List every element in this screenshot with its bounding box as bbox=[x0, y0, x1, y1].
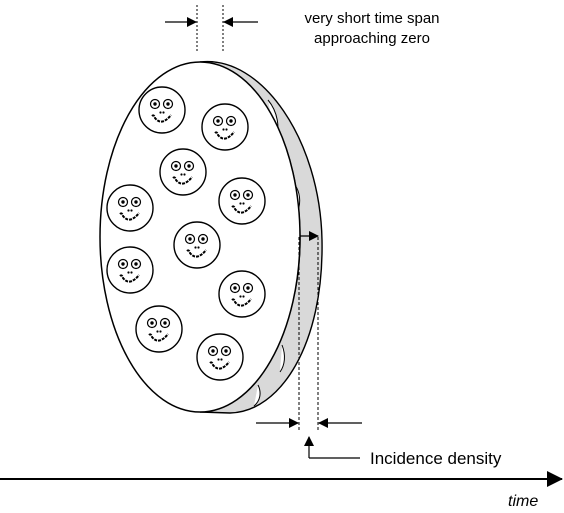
smiley-face-icon bbox=[106, 246, 154, 294]
smiley-face-icon bbox=[218, 270, 266, 318]
time-span-label-line1: very short time span bbox=[304, 10, 439, 27]
time-axis-label: time bbox=[508, 493, 538, 510]
smiley-face-icon bbox=[218, 177, 266, 225]
incidence-density-label: Incidence density bbox=[370, 449, 502, 468]
time-span-marker bbox=[165, 5, 258, 53]
smiley-face-icon bbox=[106, 184, 154, 232]
smiley-face-icon bbox=[173, 221, 221, 269]
smiley-face-icon bbox=[201, 103, 249, 151]
smiley-face-icon bbox=[138, 86, 186, 134]
smiley-face-icon bbox=[159, 148, 207, 196]
time-span-label-line2: approaching zero bbox=[314, 30, 430, 47]
incidence-density-marker bbox=[256, 237, 362, 459]
smiley-face-icon bbox=[135, 305, 183, 353]
smiley-face-icon bbox=[196, 333, 244, 381]
